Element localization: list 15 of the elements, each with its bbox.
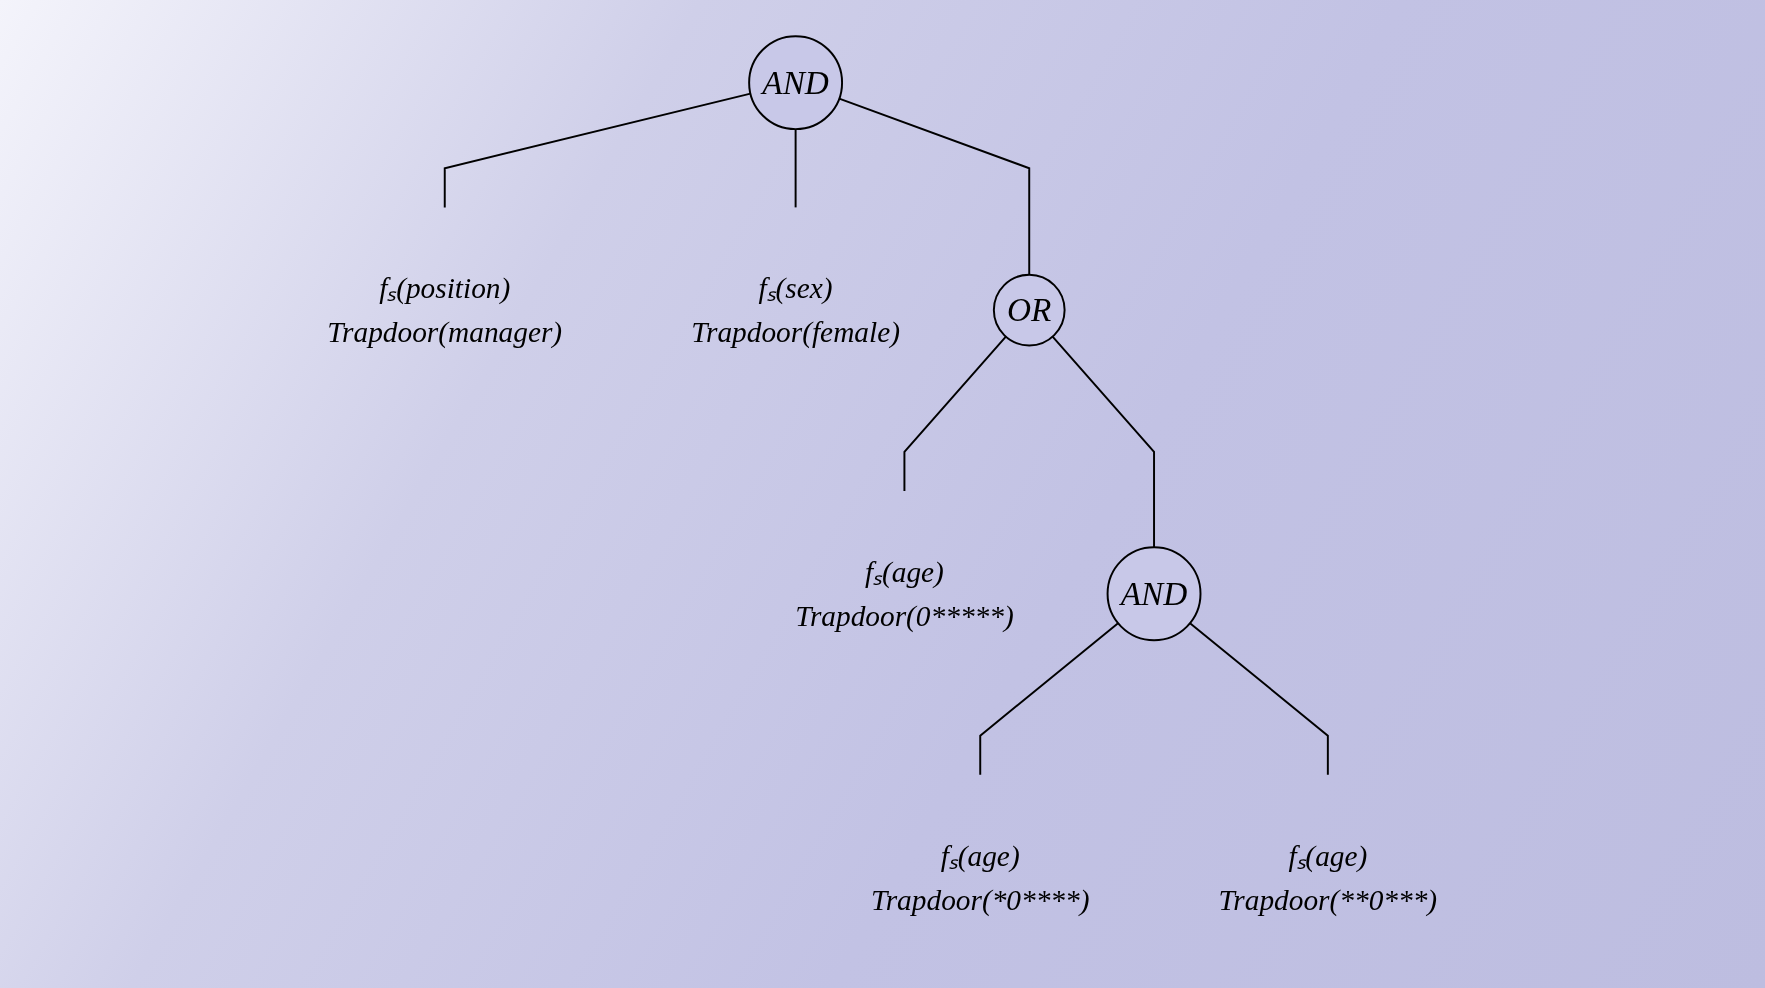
node-circle: AND — [748, 35, 844, 131]
node-text: fₛ(age) Trapdoor(*0****) — [871, 839, 1090, 916]
connector — [1051, 335, 1156, 549]
connector — [979, 622, 1120, 776]
connector — [903, 335, 1008, 493]
node-circle: OR — [993, 273, 1066, 347]
node-text: fₛ(age) Trapdoor(0*****) — [795, 555, 1014, 632]
connector — [1189, 622, 1330, 776]
node-text: fₛ(age) Trapdoor(**0***) — [1218, 839, 1438, 916]
connector — [794, 128, 797, 209]
node-text: fₛ(sex) Trapdoor(female) — [691, 271, 901, 349]
connector — [838, 97, 1031, 276]
node-circle: AND — [1106, 546, 1202, 642]
node-text: fₛ(position) Trapdoor(manager) — [327, 271, 563, 349]
connector — [444, 92, 752, 209]
